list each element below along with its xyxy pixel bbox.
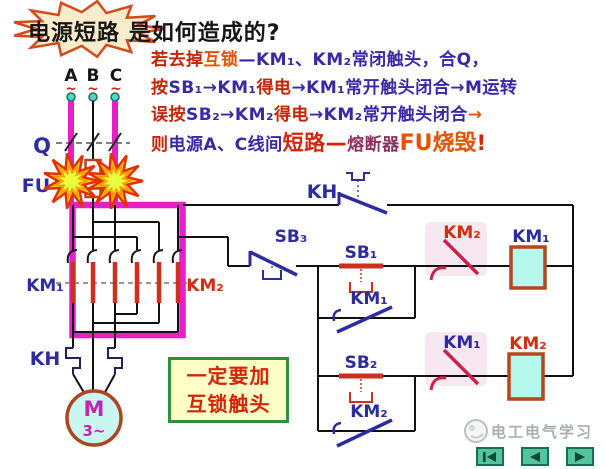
nav-first-button[interactable] (476, 447, 504, 466)
km2-main-contacts (130, 249, 183, 303)
analysis-line-3: 误按SB₂→KM₂得电→KM₂常开触头闭合→ (151, 105, 483, 125)
analysis-line-2: 按SB₁→KM₁得电→KM₁常开触头闭合→M运转 (151, 77, 518, 98)
km2-aux-contact (332, 418, 393, 448)
km1-aux-contact (332, 305, 393, 334)
km2-aux-label: KM₂ (350, 402, 388, 422)
knife-switch-q (56, 132, 130, 152)
watermark-text: 电工电气学习 (490, 423, 593, 441)
title-rest: 是如何造成的? (128, 21, 281, 46)
q-label: Q (33, 134, 51, 158)
terminal-b (88, 92, 98, 102)
watermark-logo-icon (464, 419, 488, 443)
explosion-c-icon (87, 152, 144, 210)
km2-interlock-halo (425, 222, 487, 276)
kh-contact-label: KH (307, 181, 338, 203)
sb2-label: SB₂ (345, 353, 378, 373)
km2-coil (507, 352, 545, 401)
km2-main-label: KM₂ (186, 276, 224, 296)
motor-type-label: 3~ (82, 422, 105, 440)
terminal-a (66, 92, 76, 102)
nav-previous-button[interactable] (521, 447, 549, 466)
motor-symbol (65, 389, 123, 447)
km1-coil-label: KM₁ (512, 227, 550, 247)
km1-interlock-label: KM₁ (443, 333, 481, 353)
skip-to-first-icon (483, 451, 496, 462)
analysis-line-4: 则电源A、C线间短路—熔断器FU烧毁! (151, 130, 487, 156)
main-circuit: A B C ~ ~ ~ Q FU (22, 66, 224, 447)
km1-interlock-halo (425, 332, 487, 386)
control-circuit-wires (178, 204, 574, 432)
km1-interlock-contact (429, 348, 480, 391)
control-circuit: KH SB₃ SB₁ KM₁ (178, 172, 574, 448)
nav-next-button[interactable] (566, 447, 594, 466)
next-icon (575, 451, 585, 462)
phase-c-ac-mark: ~ (110, 81, 122, 97)
sb1-button (339, 263, 383, 293)
main-circuit-wires (72, 205, 179, 397)
sb2-button (339, 373, 383, 403)
note-line-1: 一定要加 (186, 364, 271, 388)
phase-b-label: B (87, 66, 100, 86)
phase-a-label: A (64, 66, 78, 86)
km2-coil-label: KM₂ (509, 334, 547, 354)
sb3-button (248, 250, 298, 280)
analysis-line-1: 若去掉互锁—KM₁、KM₂常闭触头，合Q， (151, 50, 490, 70)
km1-coil (509, 245, 547, 290)
km2-interlock-contact (429, 238, 480, 281)
terminal-c (110, 92, 120, 102)
previous-icon (530, 451, 540, 462)
main-contacts (66, 249, 183, 303)
interlock-note-box: 一定要加 互锁触头 (168, 357, 289, 423)
phase-c-label: C (110, 66, 122, 86)
km2-interlock-label: KM₂ (443, 223, 481, 243)
explosion-a-icon (43, 152, 100, 210)
phase-a-ac-mark: ~ (65, 81, 77, 97)
km1-main-contacts (66, 249, 120, 303)
thermal-relay-kh (65, 347, 123, 374)
km1-main-label: KM₁ (26, 276, 64, 296)
short-circuit-path-highlight (69, 201, 186, 339)
kh-main-label: KH (30, 348, 61, 370)
sb3-label: SB₃ (275, 227, 308, 247)
motor-label: M (84, 397, 105, 421)
sb1-label: SB₁ (345, 243, 378, 263)
page-title: 电源短路 是如何造成的? (28, 15, 280, 47)
kh-contact (337, 172, 388, 215)
phase-b-ac-mark: ~ (87, 81, 99, 97)
fu-label: FU (22, 175, 50, 197)
analysis-text: 若去掉互锁—KM₁、KM₂常闭触头，合Q， 按SB₁→KM₁得电→KM₁常开触头… (151, 47, 517, 159)
title-highlight: 电源短路 (28, 21, 121, 46)
title-starburst-icon (13, 0, 165, 59)
note-line-2: 互锁触头 (186, 392, 271, 416)
km1-aux-label: KM₁ (350, 289, 388, 309)
